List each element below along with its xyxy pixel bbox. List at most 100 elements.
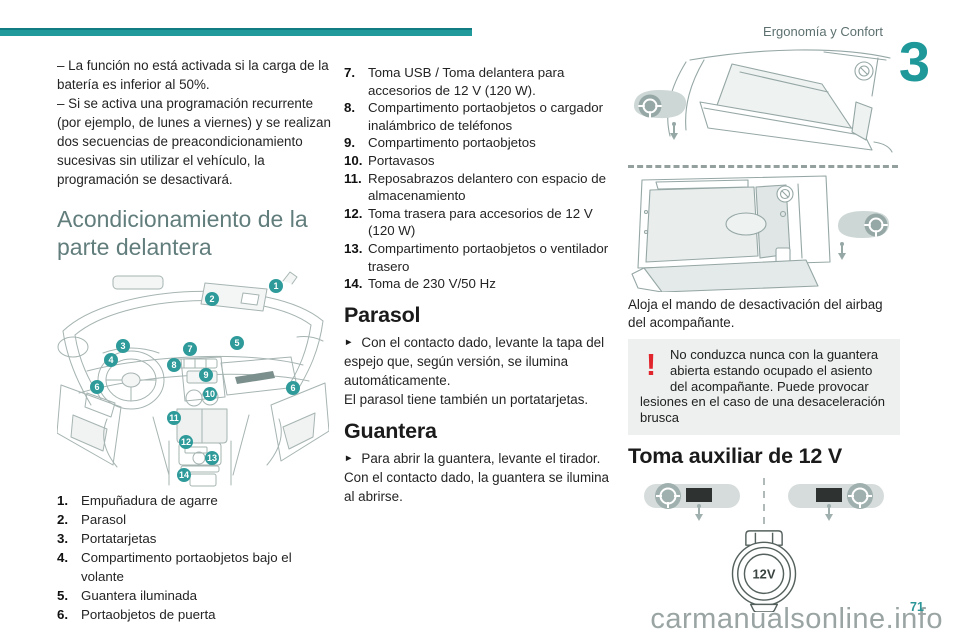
rearview-mirror bbox=[112, 275, 164, 290]
page-number: 71 bbox=[910, 600, 924, 614]
legend-item: 9. Compartimento portaobjetos bbox=[344, 134, 618, 152]
socket-position-marker bbox=[816, 487, 842, 502]
right-door-panel bbox=[270, 382, 329, 462]
callout-marker-11-11: 11 bbox=[167, 411, 181, 425]
warning-exclamation-icon: ! bbox=[645, 347, 657, 382]
callout-marker-7-7: 7 bbox=[183, 342, 197, 356]
callout-marker-1-0: 1 bbox=[269, 279, 283, 293]
legend-item-text: Toma USB / Toma delantera para accesorio… bbox=[368, 65, 565, 98]
legend-item-number: 2. bbox=[57, 512, 69, 527]
grab-handle bbox=[282, 271, 298, 285]
callout-marker-10-10: 10 bbox=[203, 387, 217, 401]
glovebox-lid-open bbox=[643, 259, 819, 292]
steering-wheel-position-icon bbox=[634, 90, 687, 140]
chapter-accent-bar bbox=[0, 28, 472, 36]
grip-recess bbox=[725, 212, 767, 236]
guantera-action: ►Para abrir la guantera, levante el tira… bbox=[344, 449, 618, 468]
down-arrow-icon bbox=[840, 242, 844, 246]
legend-item: 7. Toma USB / Toma delantera para acceso… bbox=[344, 64, 618, 99]
running-header: Ergonomía y Confort bbox=[763, 24, 883, 39]
callout-marker-12-12: 12 bbox=[179, 435, 193, 449]
action-arrow-icon: ► bbox=[344, 336, 354, 348]
callout-marker-9-9: 9 bbox=[199, 368, 213, 382]
socket-label: 12V bbox=[753, 567, 776, 582]
legend-item-number: 1. bbox=[57, 493, 69, 508]
left-door-panel bbox=[57, 384, 122, 466]
callout-marker-3-2: 3 bbox=[116, 339, 130, 353]
legend-item-text: Empuñadura de agarre bbox=[81, 493, 218, 508]
legend-item-number: 6. bbox=[57, 607, 69, 622]
heading-guantera: Guantera bbox=[344, 418, 437, 443]
legend-item: 10. Portavasos bbox=[344, 152, 618, 170]
cupholder bbox=[185, 389, 203, 407]
legend-item-number: 8. bbox=[344, 100, 356, 116]
legend-item-text: Compartimento portaobjetos bbox=[368, 135, 536, 151]
down-arrow-icon bbox=[827, 503, 831, 508]
guantera-extra: Con el contacto dado, la guantera se ilu… bbox=[344, 469, 610, 504]
legend-item: 13. Compartimento portaobjetos o ventila… bbox=[344, 240, 618, 275]
legend-item-number: 7. bbox=[344, 65, 356, 80]
legend-item-text: Reposabrazos delantero con espacio de al… bbox=[368, 170, 607, 204]
steering-wheel-position-icon bbox=[838, 211, 890, 260]
glovebox-open-illustration-rhd bbox=[631, 175, 890, 292]
rear-compartment bbox=[189, 473, 217, 487]
legend-item-text: Parasol bbox=[81, 512, 127, 527]
callout-marker-2-1: 2 bbox=[205, 292, 219, 306]
legend-list-1-6: 1. Empuñadura de agarre 2. Parasol 3. Po… bbox=[57, 491, 331, 624]
parasol-action: ►Con el contacto dado, levante la tapa d… bbox=[344, 333, 618, 390]
column-left: – La función no está activada si la carg… bbox=[57, 56, 331, 624]
legend-item-number: 14. bbox=[344, 276, 363, 292]
legend-item: 2. Parasol bbox=[57, 510, 331, 529]
12v-socket-illustration: 12V bbox=[731, 530, 797, 612]
variant-divider bbox=[628, 165, 898, 168]
legend-list-7-14: 7. Toma USB / Toma delantera para acceso… bbox=[344, 64, 618, 293]
legend-item-text: Portavasos bbox=[368, 152, 435, 168]
rhd-dash-top-view bbox=[788, 482, 884, 521]
legend-item: 11. Reposabrazos delantero con espacio d… bbox=[344, 170, 618, 205]
column-middle: 7. Toma USB / Toma delantera para acceso… bbox=[344, 56, 618, 506]
lhd-dash-top-view bbox=[644, 482, 740, 521]
legend-item-text: Compartimento portaobjetos o cargador in… bbox=[368, 100, 604, 133]
legend-item-text: Toma trasera para accesorios de 12 V (12… bbox=[368, 205, 593, 239]
intro-bullet-1: – La función no está activada si la carg… bbox=[57, 58, 329, 92]
glovebox-flap bbox=[699, 101, 873, 151]
legend-item-text: Portatarjetas bbox=[81, 531, 157, 546]
legend-item-number: 9. bbox=[344, 135, 356, 151]
callout-marker-13-13: 13 bbox=[205, 451, 219, 465]
callout-marker-4-3: 4 bbox=[104, 353, 118, 367]
socket-position-marker bbox=[686, 487, 712, 502]
callout-marker-8-8: 8 bbox=[167, 358, 181, 372]
chapter-number: 3 bbox=[898, 30, 930, 93]
legend-item-number: 10. bbox=[344, 152, 363, 168]
action-arrow-icon: ► bbox=[344, 452, 354, 464]
legend-item: 8. Compartimento portaobjetos o cargador… bbox=[344, 99, 618, 134]
legend-item: 1. Empuñadura de agarre bbox=[57, 491, 331, 510]
glovebox-compartment bbox=[645, 186, 759, 263]
parasol-action-text: Con el contacto dado, levante la tapa de… bbox=[344, 334, 605, 388]
legend-item-text: Portaobjetos de puerta bbox=[81, 607, 216, 622]
rear-socket bbox=[192, 451, 206, 465]
legend-item-text: Compartimento portaobjetos bajo el volan… bbox=[81, 550, 292, 584]
intro-bullet-2: – Si se activa una programación recurren… bbox=[57, 96, 331, 187]
legend-item-number: 11. bbox=[344, 170, 362, 186]
warning-text: No conduzca nunca con la guantera abiert… bbox=[640, 347, 886, 426]
legend-item: 14. Toma de 230 V/50 Hz bbox=[344, 275, 618, 293]
legend-item: 5. Guantera iluminada bbox=[57, 586, 331, 605]
heading-parasol: Parasol bbox=[344, 302, 421, 327]
legend-item-number: 5. bbox=[57, 588, 69, 603]
watermark: carmanualsonline.info bbox=[650, 603, 943, 635]
airbag-caption: Aloja el mando de desactivación del airb… bbox=[628, 297, 883, 330]
legend-item-text: Guantera iluminada bbox=[81, 588, 198, 603]
legend-item-text: Toma de 230 V/50 Hz bbox=[368, 276, 496, 292]
legend-item-text: Compartimento portaobjetos o ventilador … bbox=[368, 240, 609, 274]
down-arrow-icon bbox=[697, 503, 701, 508]
column-right: Aloja el mando de desactivación del airb… bbox=[628, 44, 900, 612]
section-title-front: Acondicionamiento de la parte delantera bbox=[57, 206, 308, 260]
legend-item: 12. Toma trasera para accesorios de 12 V… bbox=[344, 205, 618, 240]
socket-location-diagram bbox=[644, 477, 884, 524]
heading-aux-socket: Toma auxiliar de 12 V bbox=[628, 443, 843, 468]
down-arrow-icon bbox=[672, 122, 676, 126]
legend-item: 6. Portaobjetos de puerta bbox=[57, 605, 331, 624]
